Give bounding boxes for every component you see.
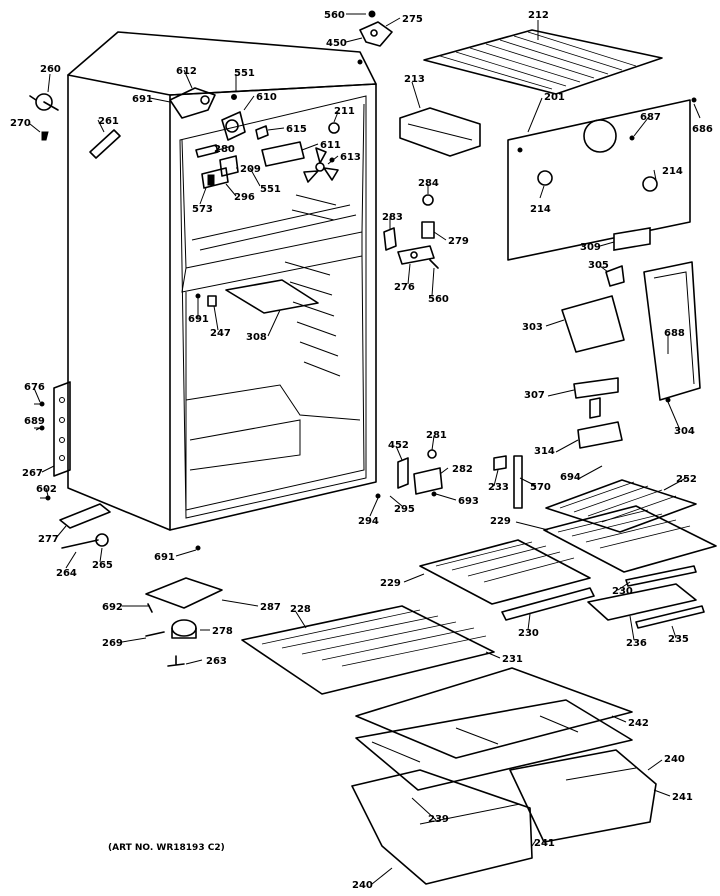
callout-267: 267 — [22, 468, 43, 479]
cabinet — [53, 31, 377, 531]
callout-211: 211 — [334, 106, 355, 117]
callout-686: 686 — [692, 124, 713, 135]
ice-tray — [399, 107, 481, 157]
callout-212: 212 — [528, 10, 549, 21]
callout-269: 269 — [102, 638, 123, 649]
callout-229-right: 229 — [490, 516, 511, 527]
leader-lines — [29, 13, 701, 885]
callout-296: 296 — [234, 192, 255, 203]
callout-307: 307 — [524, 390, 545, 401]
callout-263: 263 — [206, 656, 227, 667]
callout-242: 242 — [628, 718, 649, 729]
callout-294: 294 — [358, 516, 379, 527]
callout-265: 265 — [92, 560, 113, 571]
shelves-right — [419, 455, 717, 629]
callout-214-right: 214 — [662, 166, 683, 177]
callout-240-right: 240 — [664, 754, 685, 765]
callout-233: 233 — [488, 482, 509, 493]
callout-691-top: 691 — [132, 94, 153, 105]
callout-452: 452 — [388, 440, 409, 451]
callout-551-top: 551 — [234, 68, 255, 79]
callout-261: 261 — [98, 116, 119, 127]
callout-209: 209 — [240, 164, 261, 175]
callout-241-right: 241 — [672, 792, 693, 803]
callout-230-left: 230 — [518, 628, 539, 639]
callout-303: 303 — [522, 322, 543, 333]
callout-615: 615 — [286, 124, 307, 135]
callout-611: 611 — [320, 140, 341, 151]
callout-309: 309 — [580, 242, 601, 253]
callout-283: 283 — [382, 212, 403, 223]
callout-235: 235 — [668, 634, 689, 645]
callout-570: 570 — [530, 482, 551, 493]
callout-613: 613 — [340, 152, 361, 163]
callout-239: 239 — [428, 814, 449, 825]
callout-213: 213 — [404, 74, 425, 85]
callout-229-left: 229 — [380, 578, 401, 589]
callout-214-left: 214 — [530, 204, 551, 215]
callout-687: 687 — [640, 112, 661, 123]
callout-560-top: 560 — [324, 10, 345, 21]
callout-573: 573 — [192, 204, 213, 215]
small-parts — [29, 10, 443, 667]
callout-231: 231 — [502, 654, 523, 665]
callout-676: 676 — [24, 382, 45, 393]
callout-295: 295 — [394, 504, 415, 515]
callout-692: 692 — [102, 602, 123, 613]
callout-688: 688 — [664, 328, 685, 339]
callout-450: 450 — [326, 38, 347, 49]
callout-240-bottom: 240 — [352, 880, 373, 891]
callout-241-bottom: 241 — [534, 838, 555, 849]
callout-691-bottom: 691 — [154, 552, 175, 563]
art-number: (ART NO. WR18193 C2) — [108, 843, 225, 853]
callout-247: 247 — [210, 328, 231, 339]
callout-230-right: 230 — [612, 586, 633, 597]
callout-305: 305 — [588, 260, 609, 271]
callout-264: 264 — [56, 568, 77, 579]
callout-560-mid: 560 — [428, 294, 449, 305]
callout-277: 277 — [38, 534, 59, 545]
callout-287: 287 — [260, 602, 281, 613]
callout-252: 252 — [676, 474, 697, 485]
freezer-shelf — [423, 29, 663, 95]
callout-276: 276 — [394, 282, 415, 293]
callout-labels: 560 275 450 212 260 612 551 691 610 213 … — [10, 10, 713, 891]
dispenser-parts — [561, 227, 701, 449]
callout-308: 308 — [246, 332, 267, 343]
callout-602: 602 — [36, 484, 57, 495]
callout-236: 236 — [626, 638, 647, 649]
callout-284: 284 — [418, 178, 439, 189]
callout-612: 612 — [176, 66, 197, 77]
callout-610: 610 — [256, 92, 277, 103]
callout-691-mid: 691 — [188, 314, 209, 325]
callout-281: 281 — [426, 430, 447, 441]
callout-228: 228 — [290, 604, 311, 615]
callout-689: 689 — [24, 416, 45, 427]
glass-shelf — [241, 605, 495, 695]
callout-201: 201 — [544, 92, 565, 103]
callout-282: 282 — [452, 464, 473, 475]
callout-279: 279 — [448, 236, 469, 247]
crisper-assembly — [351, 667, 657, 885]
callout-275: 275 — [402, 14, 423, 25]
callout-304: 304 — [674, 426, 695, 437]
callout-694: 694 — [560, 472, 581, 483]
freezer-back-panel — [507, 97, 697, 261]
callout-260: 260 — [40, 64, 61, 75]
callout-280: 280 — [214, 144, 235, 155]
callout-278: 278 — [212, 626, 233, 637]
callout-693: 693 — [458, 496, 479, 507]
callout-270: 270 — [10, 118, 31, 129]
callout-551-mid: 551 — [260, 184, 281, 195]
callout-314: 314 — [534, 446, 555, 457]
